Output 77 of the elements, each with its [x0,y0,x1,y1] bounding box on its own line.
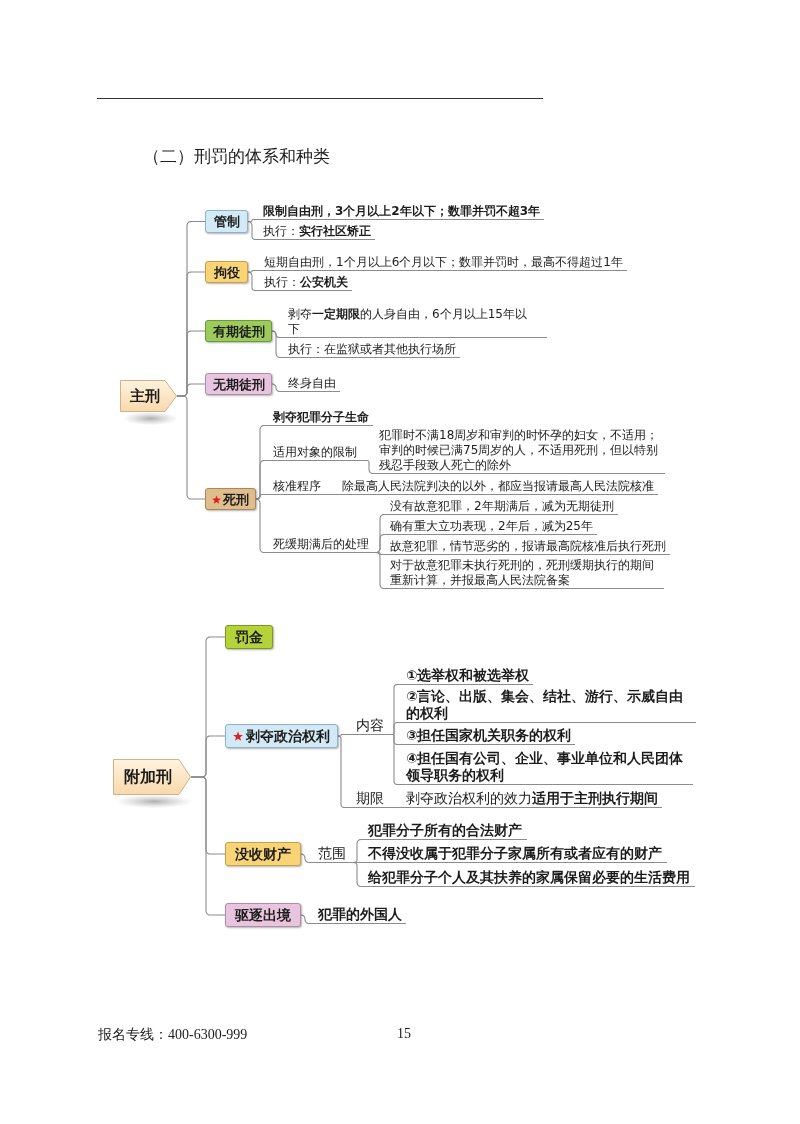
connector-line [353,861,362,864]
branch-label: 执行：实行社区矫正 [255,224,375,240]
branch-label: ④担任国有公司、企业、事业单位和人民团体领导职务的权利 [397,750,693,785]
topic-tag [120,380,177,412]
connector-line [392,806,398,809]
branch-label: 犯罪分子所有的合法财产 [361,822,527,840]
category-label: 管制 [213,214,240,229]
branch-label: ②言论、出版、集会、结社、游行、示威自由的权利 [397,688,696,723]
category-label: 拘役 [213,264,240,280]
hotline-text: 报名专线：400-6300-999 [98,1026,248,1044]
branch-label: 故意犯罪，情节恶劣的，报请最高院核准后执行死刑 [384,539,670,555]
branch-label: 不得没收属于犯罪分子家属所有或者应有的财产 [361,845,667,863]
category-label: 剥夺政治权利 [245,727,330,745]
category-box [205,210,248,233]
category-label: 没收财产 [235,845,291,863]
connector-line [392,733,398,786]
branch-label: 剥夺一定期限的人身自由，6个月以上15年以下 [280,307,547,338]
branch-label: 犯罪时不满18周岁和审判的时怀孕的妇女，不适用；审判的时候已满75周岁的人，不适用死刑，但以特别残忍手段致人死亡的除外 [373,428,665,474]
connector-line [271,383,281,393]
connector-line [353,861,362,888]
category-label: 有期徒刑 [212,323,265,339]
branch-label: 剥夺政治权利的效力适用于主刑执行期间 [397,790,662,808]
branch-label: 适用对象的限制 [264,445,367,461]
connector-line [374,533,385,554]
connector-line [392,721,398,736]
branch-label: 没有故意犯罪，2年期满后，减为无期徒刑 [384,499,618,515]
branch-label: 执行：公安机关 [255,275,352,291]
topic-label: 附加刑 [124,767,172,787]
connector-line [255,459,265,500]
connector-line [255,498,265,554]
connector-line [247,271,256,292]
branch-label: 内容 [344,717,393,735]
category-box [225,724,338,748]
category-box [205,488,256,510]
connector-line [271,330,281,359]
connector-line [337,733,345,737]
category-label: 罚金 [235,628,263,646]
branch-label: 除最高人民法院判决的以外，都应当报请最高人民法院核准 [337,479,658,495]
category-box [205,261,248,283]
connector-line [374,551,385,590]
category-box [205,373,272,395]
connector-line [247,220,256,241]
branch-label: 犯罪的外国人 [309,906,406,924]
branch-label: 给犯罪分子个人及其扶养的家属保留必要的生活费用 [361,869,695,887]
branch-label: ③担任国家机关职务的权利 [397,727,576,745]
connector-line [353,838,362,864]
category-label: 无期徒刑 [212,376,265,392]
topic-label: 主刑 [129,387,160,405]
category-box [225,625,273,649]
branch-label: ①选举权和被选举权 [397,667,534,685]
category-label: 驱逐出境 [235,906,291,924]
connector-line [255,493,265,500]
branch-label: 对于故意犯罪未执行死刑的，死刑缓期执行的期间重新计算，并报最高人民法院备案 [384,558,664,589]
category-box [225,903,301,927]
branch-label: 死缓期满后的处理 [264,537,375,553]
branch-label: 确有重大立功表现，2年后，减为25年 [384,519,597,535]
connector-line [176,395,206,500]
branch-label: 限制自由刑，3个月以上2年以下；数罪并罚不超3年 [255,204,545,220]
branch-label: 终身自由 [280,376,340,392]
connector-line [190,776,226,916]
branch-label: 期限 [344,790,393,808]
connector-line [300,853,310,864]
branch-label: 短期自由刑，1个月以上6个月以下；数罪并罚时，最高不得超过1年 [255,255,627,271]
page-number: 15 [397,1026,411,1042]
section-title: （二）刑罚的体系和种类 [143,145,330,168]
branch-label: 执行：在监狱或者其他执行场所 [280,342,460,358]
category-box [225,842,301,866]
connector-line [366,459,374,475]
branch-label: 范围 [309,845,354,863]
branch-label: 剥夺犯罪分子生命 [264,410,373,426]
category-box [205,320,272,342]
branch-label: 核准程序 [264,479,335,495]
connector-line [337,735,345,809]
connector-line [334,493,338,496]
connector-line [300,914,310,925]
topic-tag [113,759,191,795]
category-label: 死刑 [223,491,249,507]
